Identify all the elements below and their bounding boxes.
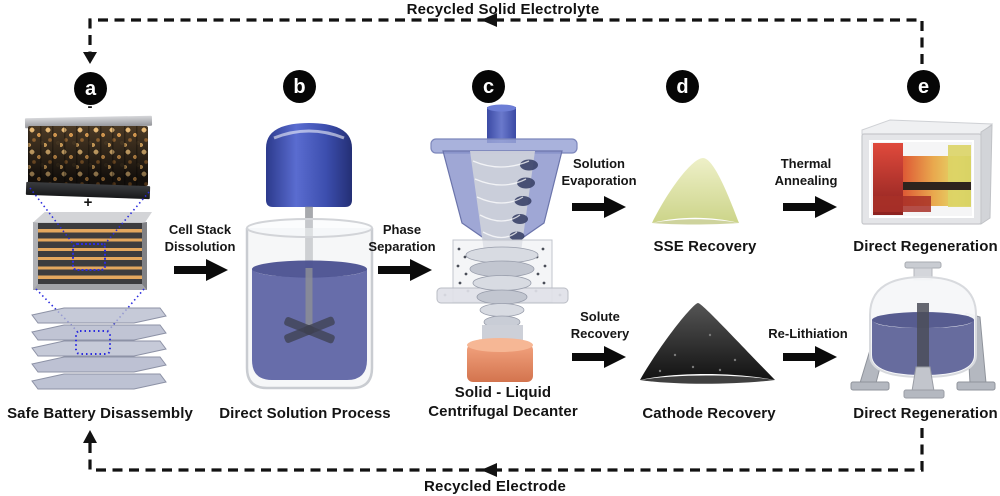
decanter-orange-base — [467, 338, 533, 382]
bottom-loop-arrowhead-left — [481, 463, 497, 477]
arrow-cathode-to-vessel — [783, 346, 837, 368]
cell-stack-illustration — [33, 222, 147, 290]
arrow-b-to-c — [378, 259, 432, 281]
annealing-furnace-illustration — [861, 119, 994, 225]
stirred-solution-beaker-illustration — [245, 123, 374, 390]
screw-spiral-lines — [472, 160, 530, 239]
caption-sse-recovery: SSE Recovery — [653, 238, 757, 255]
badge-c: c — [472, 70, 505, 103]
decanter-top-shaft — [487, 107, 516, 143]
top-loop-arrowhead-down — [83, 52, 97, 64]
re-lithiation-label: Re-Lithiation — [768, 326, 848, 341]
bottom-loop-dashed-line — [88, 428, 924, 472]
furnace-side-face — [980, 124, 993, 225]
badge-e: e — [907, 70, 940, 103]
negative-terminal-mark: - — [87, 98, 93, 115]
arrow-c-to-sse — [572, 196, 626, 218]
battery-cell-microstructure-illustration — [28, 126, 148, 186]
vessel-front-leg — [903, 366, 945, 399]
stirrer-motor — [266, 123, 352, 207]
exploded-cell-layers — [31, 307, 167, 390]
bottom-loop-arrowhead-up — [83, 430, 97, 443]
zoom-indicator-rect-stack — [72, 243, 106, 271]
screw-flights-dark — [509, 159, 538, 241]
top-loop-dashed-line — [88, 18, 924, 64]
arrow-a-to-b — [174, 259, 228, 281]
caption-direct-solution-process: Direct Solution Process — [219, 405, 391, 422]
caption-safe-battery-disassembly: Safe Battery Disassembly — [7, 405, 193, 422]
vessel-stirrer-bar — [917, 303, 929, 371]
cell-stack-top-face — [32, 212, 152, 223]
furnace-glow-right-column — [948, 145, 971, 207]
arrow-c-to-cathode — [572, 346, 626, 368]
cathode-powder-pile — [640, 303, 775, 380]
recycled-solid-electrolyte-label: Recycled Solid Electrolyte — [406, 1, 600, 18]
furnace-lower-red-zone — [873, 196, 931, 212]
recycled-electrode-label: Recycled Electrode — [424, 478, 566, 495]
badge-d: d — [666, 70, 699, 103]
cathode-powder-speckle — [658, 333, 737, 373]
caption-cathode-recovery: Cathode Recovery — [642, 405, 776, 422]
sse-powder-pile — [652, 158, 739, 223]
separated-layers-illustration — [29, 187, 167, 390]
furnace-sample-bar — [903, 182, 971, 190]
impeller-blades — [284, 316, 335, 344]
relithiation-vessel-illustration — [850, 261, 996, 399]
centrifugal-decanter-illustration — [430, 104, 578, 382]
badge-b: b — [283, 70, 316, 103]
stirrer-shaft-submerged — [305, 268, 313, 332]
top-loop-arrowhead-left — [481, 13, 497, 27]
caption-direct-regeneration-bottom: Direct Regeneration — [853, 405, 998, 422]
positive-terminal-mark: + — [83, 194, 93, 211]
arrow-sse-to-furnace — [783, 196, 837, 218]
furnace-top-face — [861, 119, 994, 135]
caption-direct-regeneration-top: Direct Regeneration — [853, 238, 998, 255]
recovered-powders-illustration — [640, 158, 775, 384]
badge-a: a — [74, 72, 107, 105]
